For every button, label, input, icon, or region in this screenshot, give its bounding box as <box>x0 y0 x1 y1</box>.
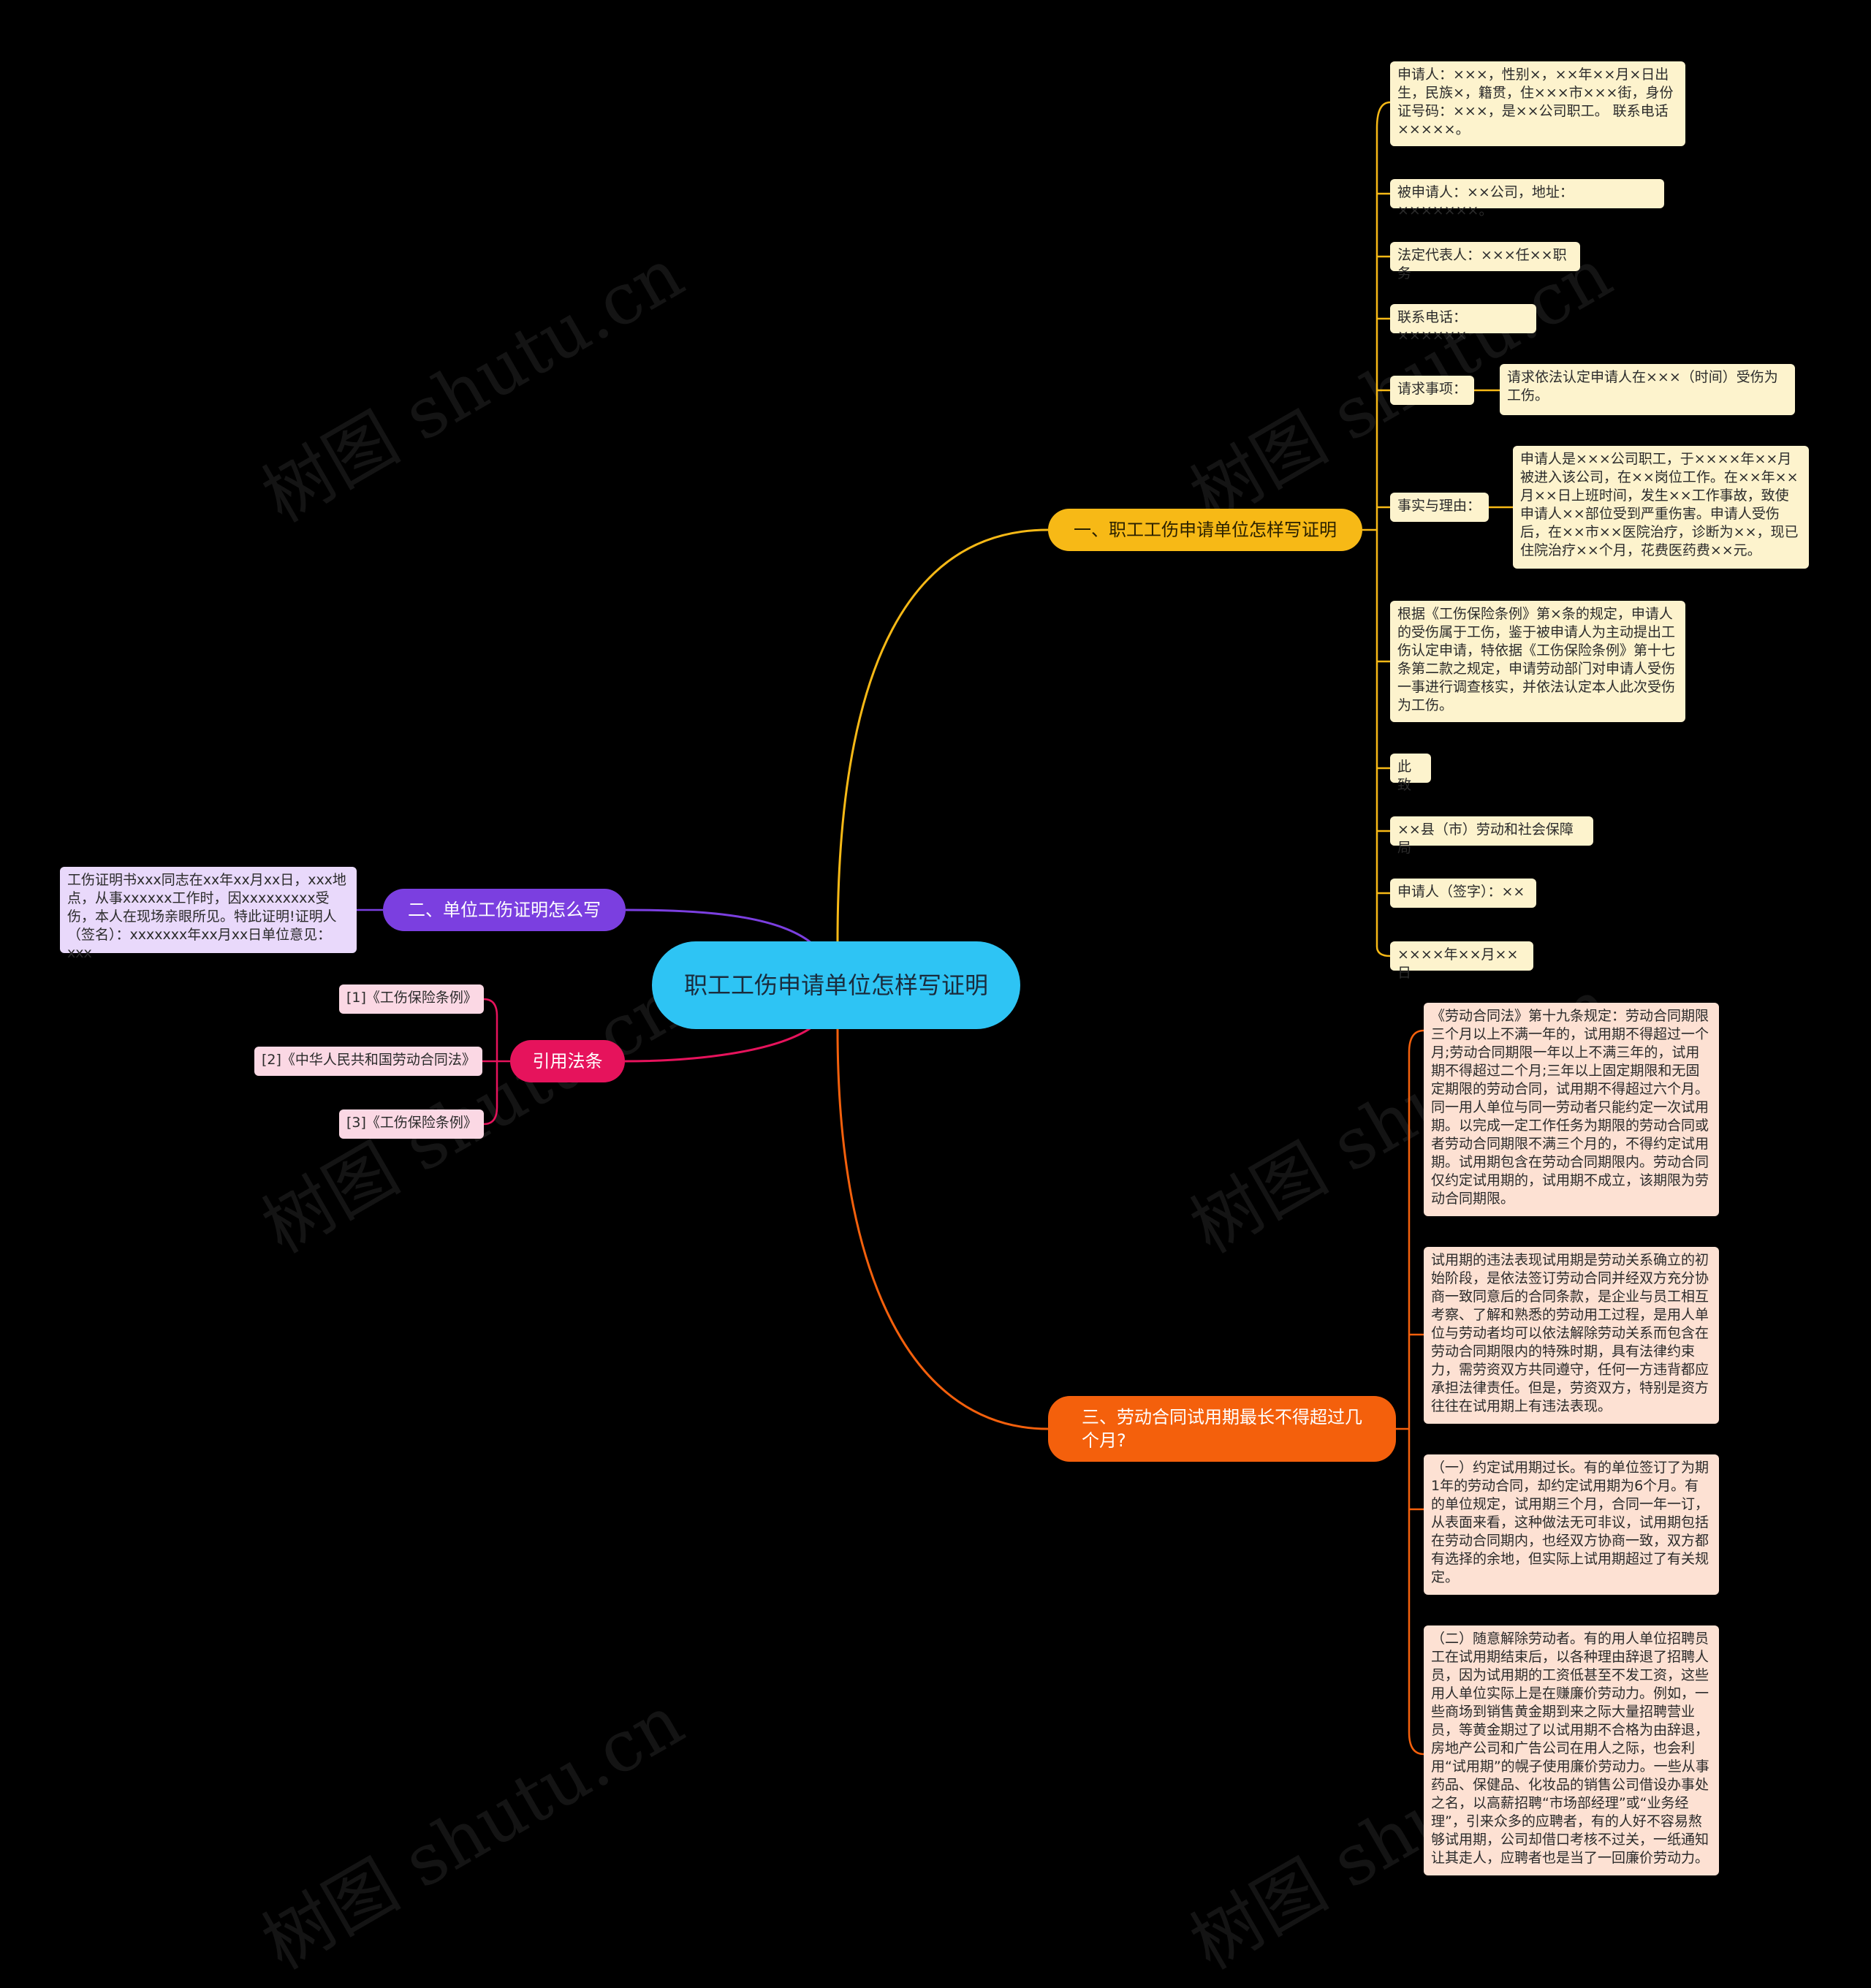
branch-unit-injury-proof[interactable]: 二、单位工伤证明怎么写 <box>383 889 626 931</box>
branch-probation-limit[interactable]: 三、劳动合同试用期最长不得超过几个月? <box>1048 1396 1396 1462</box>
leaf-salutation[interactable]: 此致 <box>1390 754 1431 793</box>
connector-lines <box>357 101 1513 1756</box>
leaf-legal-basis[interactable]: 根据《工伤保险条例》第×条的规定，申请人的受伤属于工伤，鉴于被申请人为主动提出工… <box>1390 601 1685 722</box>
leaf-contact-phone[interactable]: 联系电话：×××××× <box>1390 304 1536 344</box>
leaf-law-ref-2[interactable]: [2]《中华人民共和国劳动合同法》 <box>254 1047 482 1076</box>
leaf-date[interactable]: ××××年××月×× 日 <box>1390 941 1533 981</box>
branch-how-to-write-proof[interactable]: 一、职工工伤申请单位怎样写证明 <box>1048 509 1362 551</box>
leaf-respondent[interactable]: 被申请人：××公司，地址：×××××××。 <box>1390 179 1664 219</box>
leaf-facts-detail[interactable]: 申请人是×××公司职工，于××××年××月被进入该公司，在××岗位工作。在××年… <box>1513 446 1809 569</box>
link-root-branch2 <box>625 908 812 944</box>
leaf-applicant[interactable]: 申请人：×××，性别×，××年××月×日出生，民族×，籍贯，住×××市×××街，… <box>1390 61 1685 146</box>
leaf-law-ref-3[interactable]: [3]《工伤保险条例》 <box>339 1109 484 1139</box>
leaf-recipient-bureau[interactable]: ××县（市）劳动和社会保障局 <box>1390 816 1593 856</box>
leaf-legal-representative[interactable]: 法定代表人：×××任××职务 <box>1390 242 1580 281</box>
mindmap-canvas: 树图 shutu.cn 树图 shutu.cn 树图 shutu.cn 树图 s… <box>60 61 1809 1985</box>
link-root-branch3 <box>624 1026 812 1063</box>
leaf-injury-proof-template[interactable]: 工伤证明书xxx同志在xx年xx月xx日，xxx地点，从事xxxxxx工作时，因… <box>60 867 357 961</box>
leaf-labor-law-article-19[interactable]: 《劳动合同法》第十九条规定：劳动合同期限三个月以上不满一年的，试用期不得超过一个… <box>1424 1003 1719 1216</box>
leaf-applicant-signature[interactable]: 申请人（签字）：×× <box>1390 879 1536 908</box>
root-topic[interactable]: 职工工伤申请单位怎样写证明 <box>652 941 1020 1029</box>
branch-cited-laws[interactable]: 引用法条 <box>510 1040 625 1082</box>
leaf-law-ref-1[interactable]: [1]《工伤保险条例》 <box>339 984 484 1014</box>
leaf-facts-and-reasons[interactable]: 事实与理由： <box>1390 493 1489 522</box>
leaf-probation-too-long[interactable]: （一）约定试用期过长。有的单位签订了为期1年的劳动合同，却约定试用期为6个月。有… <box>1424 1454 1719 1595</box>
leaf-request-detail[interactable]: 请求依法认定申请人在×××（时间）受伤为工伤。 <box>1500 364 1795 415</box>
leaf-request-items[interactable]: 请求事项： <box>1390 376 1474 405</box>
leaf-arbitrary-dismissal[interactable]: （二）随意解除劳动者。有的用人单位招聘员工在试用期结束后，以各种理由辞退了招聘人… <box>1424 1625 1719 1875</box>
link-root-branch1 <box>836 528 1049 942</box>
leaf-probation-violations[interactable]: 试用期的违法表现试用期是劳动关系确立的初始阶段，是依法签订劳动合同并经双方充分协… <box>1424 1247 1719 1424</box>
link-root-branch4 <box>836 1028 1049 1430</box>
